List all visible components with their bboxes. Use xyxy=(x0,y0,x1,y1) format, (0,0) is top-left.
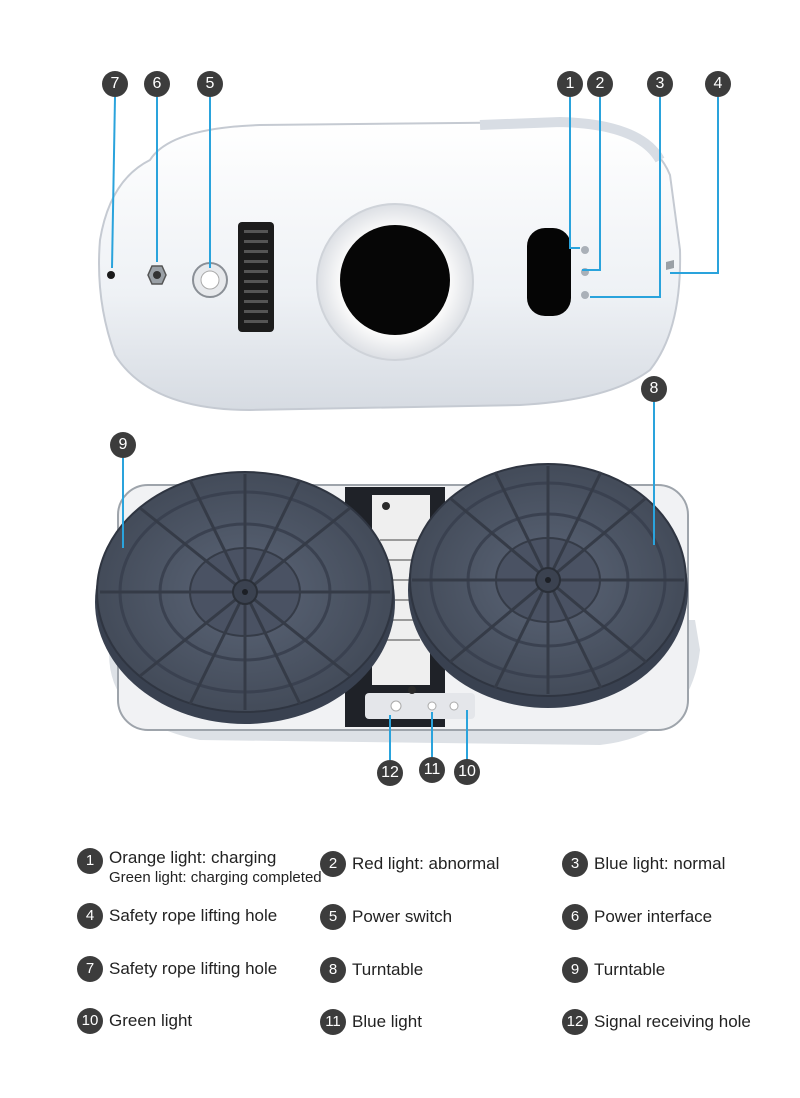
turntable-right xyxy=(408,463,688,708)
legend-label: Power interface xyxy=(594,907,713,926)
legend-item-6: 6 Power interface xyxy=(562,904,712,930)
legend-label: Blue light: normal xyxy=(594,854,726,873)
legend-number: 8 xyxy=(320,957,346,983)
callout-6: 6 xyxy=(144,71,170,97)
callout-5: 5 xyxy=(197,71,223,97)
legend-number: 12 xyxy=(562,1009,588,1035)
legend-label: Blue light xyxy=(352,1012,422,1031)
legend-item-11: 11 Blue light xyxy=(320,1009,422,1035)
legend-number: 2 xyxy=(320,851,346,877)
legend-item-9: 9 Turntable xyxy=(562,957,665,983)
legend-item-4: 4 Safety rope lifting hole xyxy=(77,903,277,929)
robot-bottom-view xyxy=(95,463,700,745)
legend-number: 11 xyxy=(320,1009,346,1035)
turntable-left xyxy=(95,471,395,724)
callout-12: 12 xyxy=(377,760,403,786)
legend-label: Green light xyxy=(109,1011,193,1030)
legend-label: Turntable xyxy=(594,960,666,979)
legend-number: 6 xyxy=(562,904,588,930)
legend-item-5: 5 Power switch xyxy=(320,904,452,930)
legend-item-10: 10 Green light xyxy=(77,1008,192,1034)
callout-7: 7 xyxy=(102,71,128,97)
legend-number: 10 xyxy=(77,1008,103,1034)
callout-2: 2 xyxy=(587,71,613,97)
legend-label: Safety rope lifting hole xyxy=(109,959,278,978)
callout-9: 9 xyxy=(110,432,136,458)
legend-number: 1 xyxy=(77,848,103,874)
callout-11: 11 xyxy=(419,757,445,783)
legend-number: 7 xyxy=(77,956,103,982)
legend-item-7: 7 Safety rope lifting hole xyxy=(77,956,277,982)
callout-4: 4 xyxy=(705,71,731,97)
legend-label: Power switch xyxy=(352,907,453,926)
callout-1: 1 xyxy=(557,71,583,97)
legend-item-1: 1 Orange light: charging Green light: ch… xyxy=(77,848,322,888)
legend-label: Red light: abnormal xyxy=(352,854,500,873)
legend-label-secondary: Green light: charging completed xyxy=(109,869,322,886)
legend-number: 3 xyxy=(562,851,588,877)
legend-label: Signal receiving hole xyxy=(594,1012,751,1031)
legend-item-3: 3 Blue light: normal xyxy=(562,851,725,877)
legend-item-2: 2 Red light: abnormal xyxy=(320,851,499,877)
callout-8: 8 xyxy=(641,376,667,402)
legend-item-8: 8 Turntable xyxy=(320,957,423,983)
legend-item-12: 12 Signal receiving hole xyxy=(562,1009,751,1035)
callout-10: 10 xyxy=(454,759,480,785)
legend-label: Safety rope lifting hole xyxy=(109,906,278,925)
robot-top-view xyxy=(98,116,682,412)
legend-number: 4 xyxy=(77,903,103,929)
leader-lines xyxy=(111,96,719,760)
legend-label: Orange light: charging xyxy=(109,848,277,867)
legend-label: Turntable xyxy=(352,960,424,979)
legend-number: 5 xyxy=(320,904,346,930)
product-diagram xyxy=(95,96,719,760)
legend-number: 9 xyxy=(562,957,588,983)
callout-3: 3 xyxy=(647,71,673,97)
